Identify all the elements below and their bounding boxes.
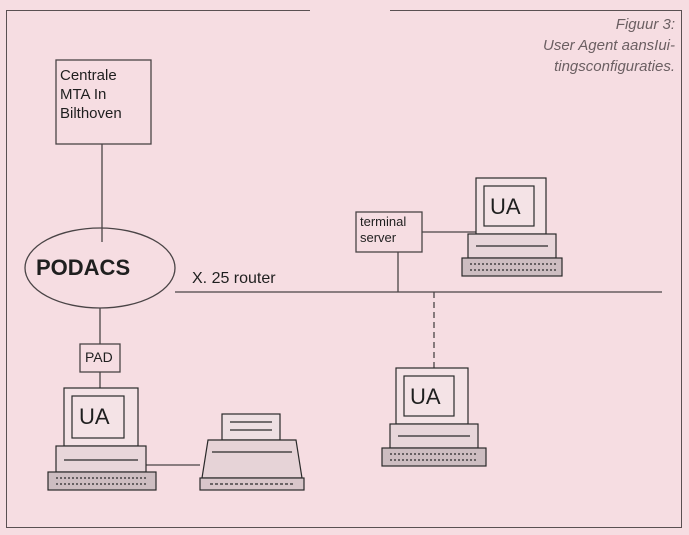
terminal-server-line-1: terminal bbox=[360, 214, 407, 229]
terminal-server-label: terminal server bbox=[360, 214, 406, 246]
caption-line-3: tingsconfiguraties. bbox=[554, 58, 675, 75]
computer-left-ua bbox=[47, 387, 157, 491]
printer bbox=[199, 413, 305, 491]
pad-label: PAD bbox=[85, 349, 113, 365]
frame-gap bbox=[310, 6, 390, 14]
ua-mid-label: UA bbox=[410, 384, 441, 409]
mta-label-line-2: MTA In bbox=[60, 86, 107, 103]
mta-label-line-3: Bilthoven bbox=[60, 105, 122, 122]
figure-caption: Figuur 3: User Agent aansIui- tingsconfi… bbox=[543, 14, 675, 77]
terminal-server-line-2: server bbox=[360, 230, 397, 245]
router-label: X. 25 router bbox=[192, 270, 276, 287]
computer-top-ua bbox=[461, 177, 563, 277]
podacs-label: PODACS bbox=[36, 255, 131, 280]
mta-label: Centrale MTA In Bilthoven bbox=[60, 66, 122, 123]
mta-box bbox=[55, 59, 152, 145]
ua-left-label: UA bbox=[79, 404, 110, 429]
ua-top-label: UA bbox=[490, 194, 521, 219]
computer-mid-ua bbox=[381, 367, 487, 467]
caption-line-2: User Agent aansIui- bbox=[542, 37, 675, 54]
mta-label-line-1: Centrale bbox=[60, 67, 117, 84]
caption-line-1: Figuur 3: bbox=[615, 16, 675, 33]
